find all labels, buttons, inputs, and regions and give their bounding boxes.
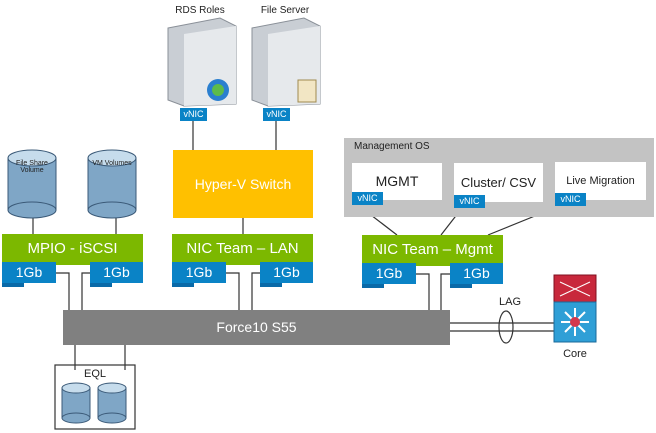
- server-label-file: File Server: [260, 5, 310, 16]
- nic-mpio-2: 1Gb: [90, 262, 143, 287]
- nic-mgmt-1: 1Gb: [362, 263, 416, 288]
- vnic-cluster: vNIC: [454, 195, 485, 208]
- team-lan: NIC Team – LAN: [172, 234, 313, 265]
- team-mpio-iscsi: MPIO - iSCSI: [2, 234, 143, 265]
- server-label-rds: RDS Roles: [175, 5, 225, 16]
- nic-mpio-1: 1Gb: [2, 262, 56, 287]
- nic-lan-2: 1Gb: [260, 262, 313, 287]
- vnic-mgmt: vNIC: [352, 192, 383, 205]
- vnic-rds: vNIC: [180, 108, 207, 121]
- nic-mgmt-2: 1Gb: [450, 263, 503, 288]
- vnic-live-migration: vNIC: [555, 193, 586, 206]
- lag-label: LAG: [498, 296, 521, 308]
- server-icon-file: [251, 17, 321, 107]
- team-mgmt: NIC Team – Mgmt: [362, 235, 503, 266]
- database-icons: [7, 149, 137, 424]
- management-os-label: Management OS: [354, 141, 430, 152]
- vnic-file: vNIC: [263, 108, 290, 121]
- eql-label: EQL: [83, 368, 106, 380]
- volume-label-fileshare: File Share Volume: [16, 160, 48, 174]
- core-label: Core: [563, 348, 587, 360]
- volume-label-vm: VM Volumes: [92, 160, 132, 167]
- nic-lan-1: 1Gb: [172, 262, 226, 287]
- force10-switch: Force10 S55: [63, 310, 450, 345]
- cluster-csv-box: Cluster/ CSV: [454, 163, 543, 202]
- server-icon-rds: [167, 17, 237, 107]
- hyperv-switch: Hyper-V Switch: [173, 150, 313, 218]
- core-switch-icon: [553, 274, 597, 343]
